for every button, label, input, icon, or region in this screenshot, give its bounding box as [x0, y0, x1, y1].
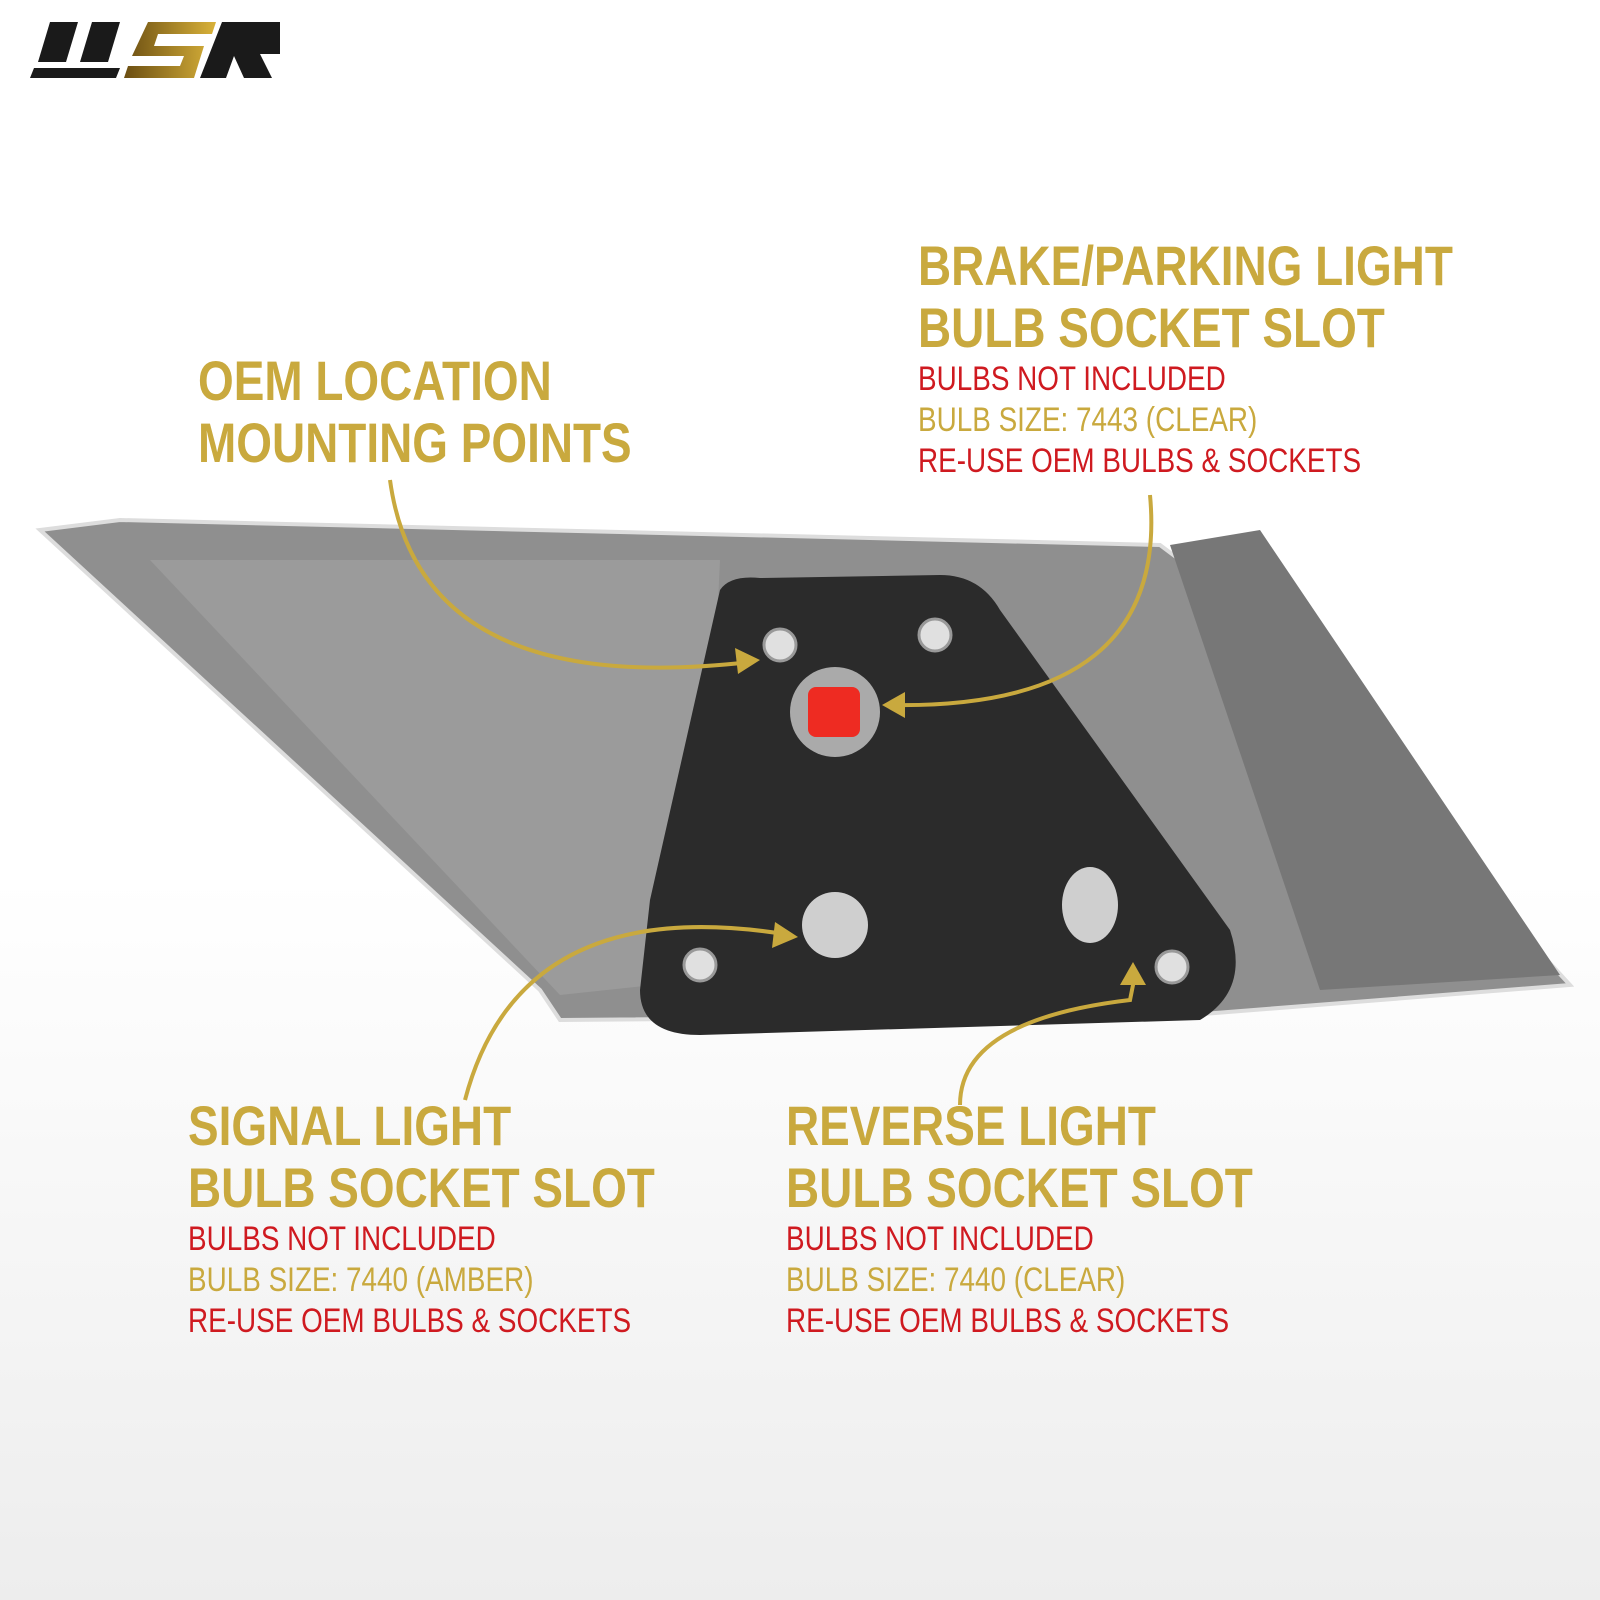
usr-logo [30, 22, 280, 78]
reuse-oem: RE-USE OEM BULBS & SOCKETS [786, 1302, 1230, 1340]
callout-reverse: REVERSE LIGHT BULB SOCKET SLOT BULBS NOT… [786, 1095, 1253, 1342]
reverse-socket [1062, 867, 1118, 943]
reuse-oem: RE-USE OEM BULBS & SOCKETS [918, 442, 1362, 480]
signal-socket [802, 892, 868, 958]
callout-title: MOUNTING POINTS [198, 411, 632, 474]
callout-title: BULB SOCKET SLOT [188, 1156, 655, 1219]
housing-ribs [1170, 530, 1560, 990]
bulb-size: BULB SIZE: 7440 (CLEAR) [786, 1261, 1126, 1299]
callout-oem-mounting: OEM LOCATION MOUNTING POINTS [198, 350, 632, 474]
mounting-studs [682, 617, 1190, 985]
brake-socket-red [808, 687, 860, 737]
callout-signal: SIGNAL LIGHT BULB SOCKET SLOT BULBS NOT … [188, 1095, 655, 1342]
callout-title: SIGNAL LIGHT [188, 1094, 512, 1157]
callout-title: BULB SOCKET SLOT [786, 1156, 1253, 1219]
bulb-size: BULB SIZE: 7440 (AMBER) [188, 1261, 534, 1299]
bulb-size: BULB SIZE: 7443 (CLEAR) [918, 401, 1258, 439]
callout-title: OEM LOCATION [198, 349, 552, 412]
bulbs-not-included: BULBS NOT INCLUDED [918, 360, 1226, 398]
bulbs-not-included: BULBS NOT INCLUDED [786, 1220, 1094, 1258]
arrowheads [735, 648, 1146, 985]
bulbs-not-included: BULBS NOT INCLUDED [188, 1220, 496, 1258]
callout-brake-parking: BRAKE/PARKING LIGHT BULB SOCKET SLOT BUL… [918, 235, 1453, 482]
callout-title: REVERSE LIGHT [786, 1094, 1156, 1157]
reuse-oem: RE-USE OEM BULBS & SOCKETS [188, 1302, 632, 1340]
housing-shade [150, 560, 720, 995]
callout-title: BRAKE/PARKING LIGHT [918, 234, 1453, 297]
callout-title: BULB SOCKET SLOT [918, 296, 1385, 359]
callout-arrows [388, 479, 1154, 1106]
